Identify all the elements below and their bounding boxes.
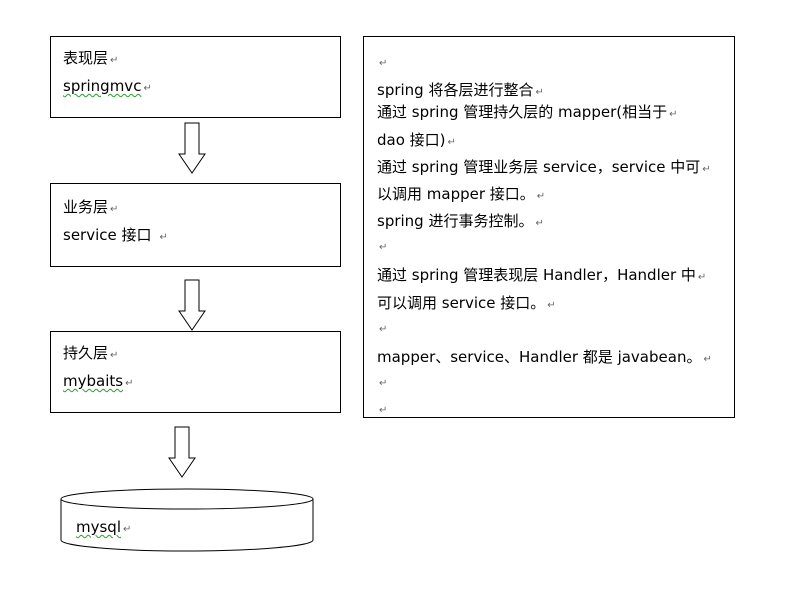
paragraph-mark: ↵	[110, 350, 119, 361]
paragraph-mark: ↵	[110, 55, 119, 66]
notes-line-text: 通过 spring 管理持久层的 mapper(相当于	[377, 103, 668, 121]
notes-line: ↵	[377, 375, 387, 393]
notes-text-box: ↵spring 将各层进行整合↵通过 spring 管理持久层的 mapper(…	[363, 36, 735, 418]
notes-line-text: spring 将各层进行整合	[377, 81, 534, 99]
paragraph-mark: ↵	[379, 242, 388, 253]
notes-line-text: 以调用 mapper 接口。	[377, 185, 535, 203]
database-label: mysql↵	[76, 518, 132, 536]
notes-line: 通过 spring 管理业务层 service，service 中可↵	[377, 158, 711, 179]
notes-line: ↵	[377, 239, 387, 257]
paragraph-mark: ↵	[110, 204, 119, 215]
down-arrow-icon	[178, 122, 206, 174]
notes-line-text: 通过 spring 管理表现层 Handler，Handler 中	[377, 266, 696, 284]
persistence-layer-title: 持久层	[63, 344, 109, 362]
notes-line: mapper、service、Handler 都是 javabean。↵	[377, 348, 712, 369]
paragraph-mark: ↵	[536, 191, 546, 202]
paragraph-mark: ↵	[125, 378, 134, 389]
paragraph-mark: ↵	[669, 109, 678, 120]
presentation-layer-box: 表现层↵ springmvc↵	[50, 36, 341, 118]
notes-line: 可以调用 service 接口。↵	[377, 294, 556, 315]
paragraph-mark: ↵	[535, 218, 544, 229]
notes-line: ↵	[377, 55, 387, 73]
business-layer-title: 业务层	[63, 198, 109, 216]
notes-line: ↵	[377, 402, 387, 420]
presentation-layer-title: 表现层	[63, 49, 109, 67]
paragraph-mark: ↵	[143, 83, 152, 94]
notes-line-text: 通过 spring 管理业务层 service，service 中可	[377, 158, 701, 176]
down-arrow-icon	[178, 279, 206, 331]
database-cylinder-icon	[60, 488, 314, 552]
notes-line-text: 可以调用 service 接口。	[377, 294, 546, 312]
notes-line-text: spring 进行事务控制。	[377, 212, 534, 230]
business-layer-box: 业务层↵ service 接口↵	[50, 183, 341, 267]
business-layer-tech: service 接口	[63, 226, 152, 244]
paragraph-mark: ↵	[547, 300, 556, 311]
paragraph-mark: ↵	[535, 87, 544, 98]
paragraph-mark: ↵	[159, 232, 168, 243]
paragraph-mark: ↵	[703, 354, 712, 365]
paragraph-mark: ↵	[379, 324, 388, 335]
notes-line-text: mapper、service、Handler 都是 javabean。	[377, 348, 702, 366]
paragraph-mark: ↵	[702, 164, 711, 175]
paragraph-mark: ↵	[447, 137, 456, 148]
paragraph-mark: ↵	[379, 58, 388, 69]
notes-line: ↵	[377, 321, 387, 339]
presentation-layer-tech: springmvc	[63, 77, 142, 95]
notes-line: 通过 spring 管理持久层的 mapper(相当于↵	[377, 103, 678, 124]
notes-line: spring 进行事务控制。↵	[377, 212, 544, 233]
notes-line: dao 接口)↵	[377, 131, 456, 152]
paragraph-mark: ↵	[379, 378, 388, 389]
notes-line-text: dao 接口)	[377, 131, 446, 149]
paragraph-mark: ↵	[379, 405, 388, 416]
paragraph-mark: ↵	[697, 272, 707, 283]
persistence-layer-box: 持久层↵ mybaits↵	[50, 331, 341, 413]
persistence-layer-tech: mybaits	[63, 372, 124, 390]
notes-line: 以调用 mapper 接口。↵	[377, 185, 545, 206]
down-arrow-icon	[168, 426, 196, 478]
paragraph-mark: ↵	[123, 524, 132, 535]
notes-line: 通过 spring 管理表现层 Handler，Handler 中↵	[377, 266, 706, 287]
notes-line: spring 将各层进行整合↵	[377, 81, 544, 102]
